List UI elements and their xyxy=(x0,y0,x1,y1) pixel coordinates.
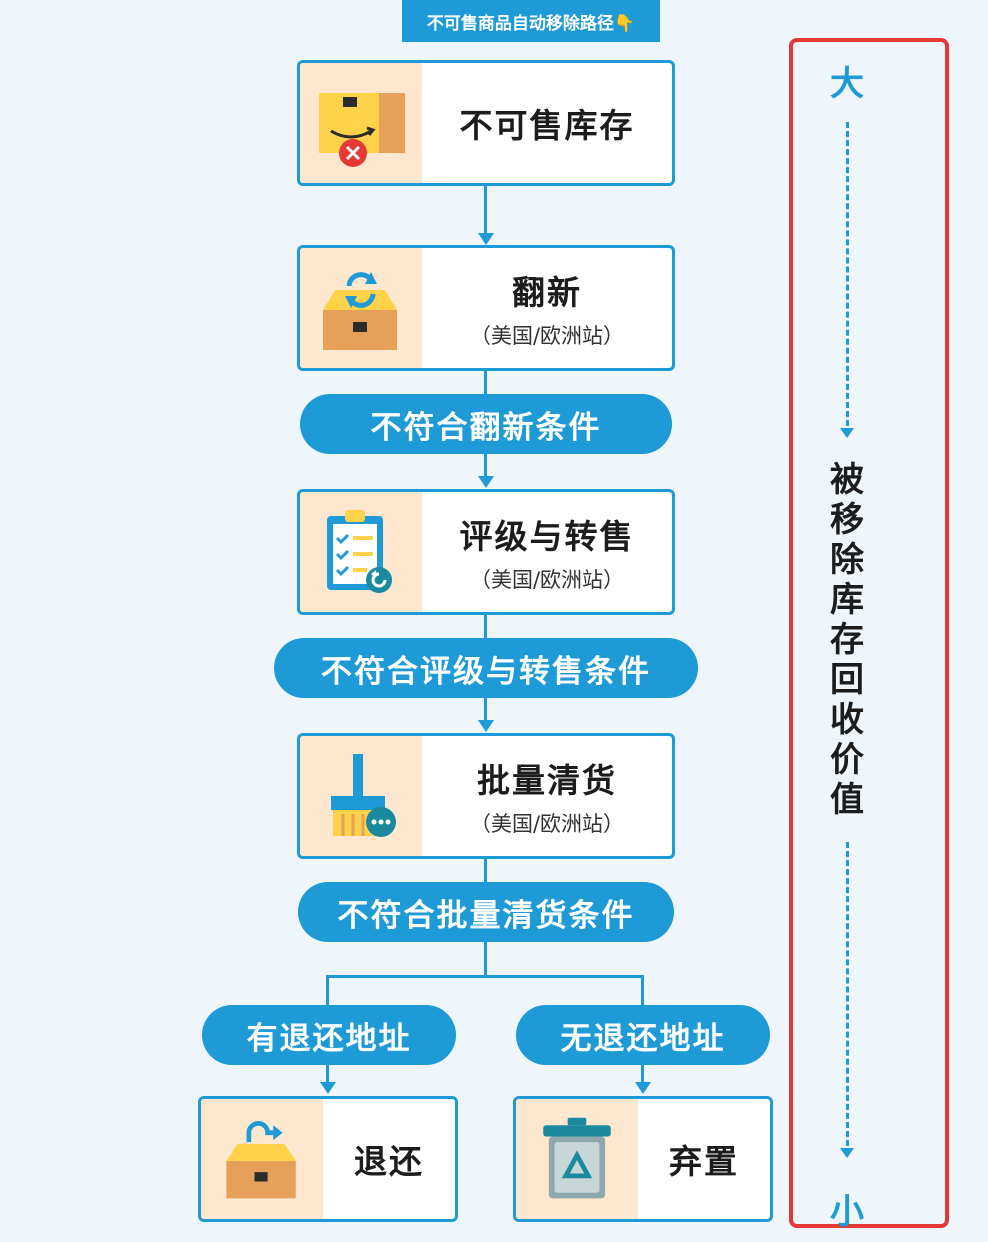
scale-char: 收 xyxy=(830,700,864,740)
node-unsellable: 不可售库存 xyxy=(297,60,675,186)
connector xyxy=(326,975,644,978)
scale-char: 库 xyxy=(830,580,864,620)
clipboard-check-icon xyxy=(300,492,422,612)
connector xyxy=(641,1062,644,1084)
node-label: 翻新 xyxy=(512,273,582,312)
condition-no-return-address: 无退还地址 xyxy=(516,1005,770,1065)
node-sublabel: （美国/欧洲站） xyxy=(469,812,625,836)
node-label: 不可售库存 xyxy=(459,106,635,145)
connector xyxy=(484,368,487,398)
amazon-box-x-icon xyxy=(300,63,422,183)
scale-char: 价 xyxy=(830,740,864,780)
arrowhead xyxy=(635,1082,651,1094)
scale-bottom-label: 小 xyxy=(830,1192,864,1232)
node-liquidation: 批量清货 （美国/欧洲站） xyxy=(297,733,675,859)
condition-not-liquidation: 不符合批量清货条件 xyxy=(298,882,674,942)
value-scale-box xyxy=(789,38,949,1228)
connector xyxy=(326,975,329,1007)
arrowhead xyxy=(320,1082,336,1094)
scale-vertical-label: 被 移 除 库 存 回 收 价 值 xyxy=(826,460,868,820)
scale-char: 值 xyxy=(830,780,864,820)
node-grade-resell: 评级与转售 （美国/欧洲站） xyxy=(297,489,675,615)
scale-char: 移 xyxy=(830,500,864,540)
node-label: 退还 xyxy=(354,1142,424,1181)
diagram-title: 不可售商品自动移除路径👇 xyxy=(402,0,660,42)
return-box-icon xyxy=(201,1099,323,1219)
node-sublabel: （美国/欧洲站） xyxy=(469,324,625,348)
scale-char: 被 xyxy=(830,460,864,500)
node-return: 退还 xyxy=(198,1096,458,1222)
node-sublabel: （美国/欧洲站） xyxy=(469,568,625,592)
connector xyxy=(484,856,487,886)
arrowhead xyxy=(478,233,494,245)
dashed-line xyxy=(846,842,849,1146)
scale-top-label: 大 xyxy=(830,64,864,104)
arrowhead xyxy=(478,720,494,732)
connector xyxy=(326,1062,329,1084)
connector xyxy=(484,450,487,478)
broom-icon xyxy=(300,736,422,856)
condition-has-return-address: 有退还地址 xyxy=(202,1005,456,1065)
connector xyxy=(484,183,487,235)
node-label: 弃置 xyxy=(669,1142,739,1181)
condition-not-grade-resell: 不符合评级与转售条件 xyxy=(274,638,698,698)
condition-not-refurbish: 不符合翻新条件 xyxy=(300,394,672,454)
connector xyxy=(484,694,487,722)
node-label: 批量清货 xyxy=(477,761,617,800)
scale-char: 回 xyxy=(830,660,864,700)
node-refurbish: 翻新 （美国/欧洲站） xyxy=(297,245,675,371)
scale-char: 除 xyxy=(830,540,864,580)
arrowhead xyxy=(478,476,494,488)
dashed-arrowhead xyxy=(840,428,854,438)
dashed-line xyxy=(846,122,849,426)
connector xyxy=(484,612,487,640)
dashed-arrowhead xyxy=(840,1148,854,1158)
connector xyxy=(484,938,487,976)
node-label: 评级与转售 xyxy=(459,517,635,556)
trash-can-icon xyxy=(516,1099,638,1219)
scale-char: 存 xyxy=(830,620,864,660)
node-dispose: 弃置 xyxy=(513,1096,773,1222)
refresh-box-icon xyxy=(300,248,422,368)
connector xyxy=(641,975,644,1007)
